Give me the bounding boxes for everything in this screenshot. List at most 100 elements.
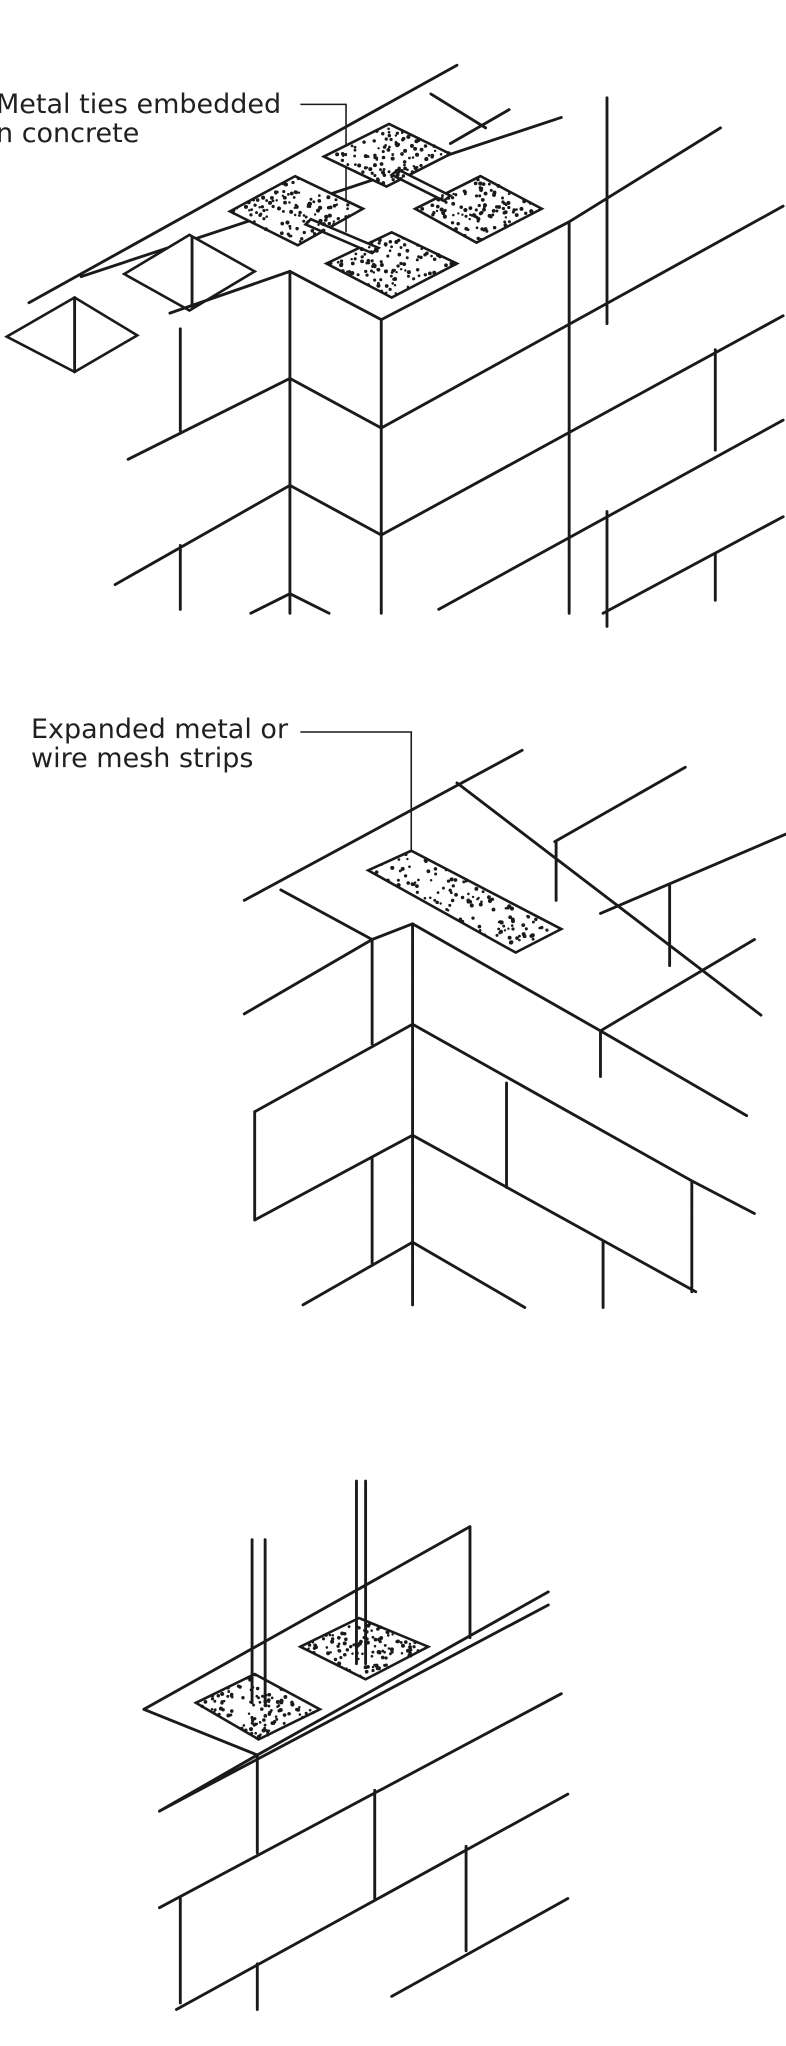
stipple-dot (511, 927, 515, 931)
stipple-dot (337, 1649, 342, 1653)
stipple-dot (226, 1713, 231, 1718)
stipple-dot (356, 1643, 360, 1648)
stipple-dot (391, 153, 395, 156)
stipple-dot (269, 195, 274, 200)
stipple-dot (369, 241, 373, 244)
stipple-dot (395, 172, 400, 177)
stipple-dot (463, 207, 468, 213)
stipple-dot (440, 196, 444, 200)
stipple-dot (393, 283, 397, 287)
stipple-dot (329, 261, 333, 265)
stipple-dot (272, 1720, 277, 1724)
stipple-dot (473, 214, 477, 218)
label-mesh-line2: wire mesh strips (31, 743, 254, 774)
stipple-dot (491, 209, 496, 213)
stipple-dot (429, 878, 433, 882)
stipple-dot (283, 200, 287, 205)
stipple-dot (255, 1686, 260, 1691)
stipple-dot (506, 906, 510, 910)
stipple-dot (486, 895, 491, 900)
stipple-dot (452, 213, 455, 217)
stipple-dot (510, 924, 514, 927)
stipple-dot (297, 191, 301, 194)
stipple-dot (249, 213, 253, 217)
stipple-dot (200, 1704, 204, 1709)
stipple-dot (406, 274, 410, 278)
stipple-dot (458, 917, 463, 922)
stipple-dot (249, 1700, 253, 1704)
mesh-strip (365, 849, 565, 955)
stipple-dot (386, 254, 390, 258)
stipple-dot (407, 1653, 411, 1657)
stipple-dot (276, 1705, 279, 1709)
stipple-dot (507, 935, 512, 940)
stipple-dot (250, 1721, 254, 1725)
stipple-dot (245, 1676, 249, 1680)
stipple-dot (317, 199, 322, 203)
stipple-dot (503, 210, 508, 215)
stipple-dot (288, 201, 291, 204)
hollow-core (4, 295, 140, 374)
stipple-dot (403, 166, 407, 171)
stipple-dot (377, 241, 381, 245)
stipple-dot (363, 1665, 368, 1670)
stipple-dot (311, 1711, 315, 1714)
stipple-dot (412, 277, 416, 281)
stipple-dot (389, 137, 393, 142)
stipple-dot (265, 199, 269, 203)
stipple-dot (427, 271, 432, 276)
stipple-dot (419, 255, 423, 260)
stipple-dot (397, 166, 401, 171)
stipple-dot (252, 198, 256, 202)
stipple-dot (369, 269, 373, 273)
stipple-dot (391, 282, 395, 285)
stipple-dot (346, 203, 350, 207)
stipple-dot (506, 200, 511, 206)
stipple-dot (263, 1699, 268, 1704)
stipple-dot (401, 237, 405, 240)
stipple-dot (260, 205, 265, 209)
metal-tie (389, 168, 453, 203)
stipple-dot (332, 220, 336, 223)
stipple-dot (396, 170, 401, 174)
stipple-dot (522, 199, 527, 204)
stipple-dot (389, 274, 393, 278)
stipple-dot (477, 924, 482, 929)
stipple-dot (344, 1637, 348, 1642)
stipple-dot (508, 940, 513, 945)
stipple-dot (460, 895, 465, 900)
stipple-dot (521, 923, 526, 928)
stipple-dot (345, 1667, 348, 1670)
stipple-dot (467, 892, 470, 896)
stipple-dot (515, 936, 519, 940)
stipple-dot (454, 193, 458, 197)
stipple-dot (413, 1640, 417, 1645)
concrete-stipple (200, 127, 549, 1739)
stipple-dot (330, 1639, 335, 1644)
stipple-dot (474, 886, 479, 891)
stipple-dot (314, 1645, 318, 1650)
stipple-dot (370, 1629, 373, 1632)
stipple-dot (376, 283, 381, 288)
stipple-dot (267, 1712, 272, 1716)
stipple-dot (326, 206, 331, 210)
stipple-dot (253, 1722, 258, 1726)
stipple-dot (496, 183, 501, 188)
stipple-dot (482, 203, 488, 208)
stipple-dot (491, 907, 496, 912)
stipple-dot (226, 1686, 230, 1690)
stipple-dot (396, 878, 400, 882)
stipple-dot (415, 890, 419, 894)
stipple-dot (417, 274, 421, 278)
stipple-dot (339, 1655, 343, 1660)
stipple-dot (300, 237, 304, 241)
stipple-dot (210, 1697, 215, 1701)
stipple-dot (439, 902, 442, 905)
stipple-dot (336, 216, 340, 221)
stipple-dot (365, 1637, 369, 1641)
stipple-dot (408, 156, 411, 160)
stipple-dot (324, 1633, 328, 1637)
stipple-dot (229, 1713, 233, 1717)
stipple-dot (521, 932, 526, 937)
stipple-dot (507, 205, 511, 210)
